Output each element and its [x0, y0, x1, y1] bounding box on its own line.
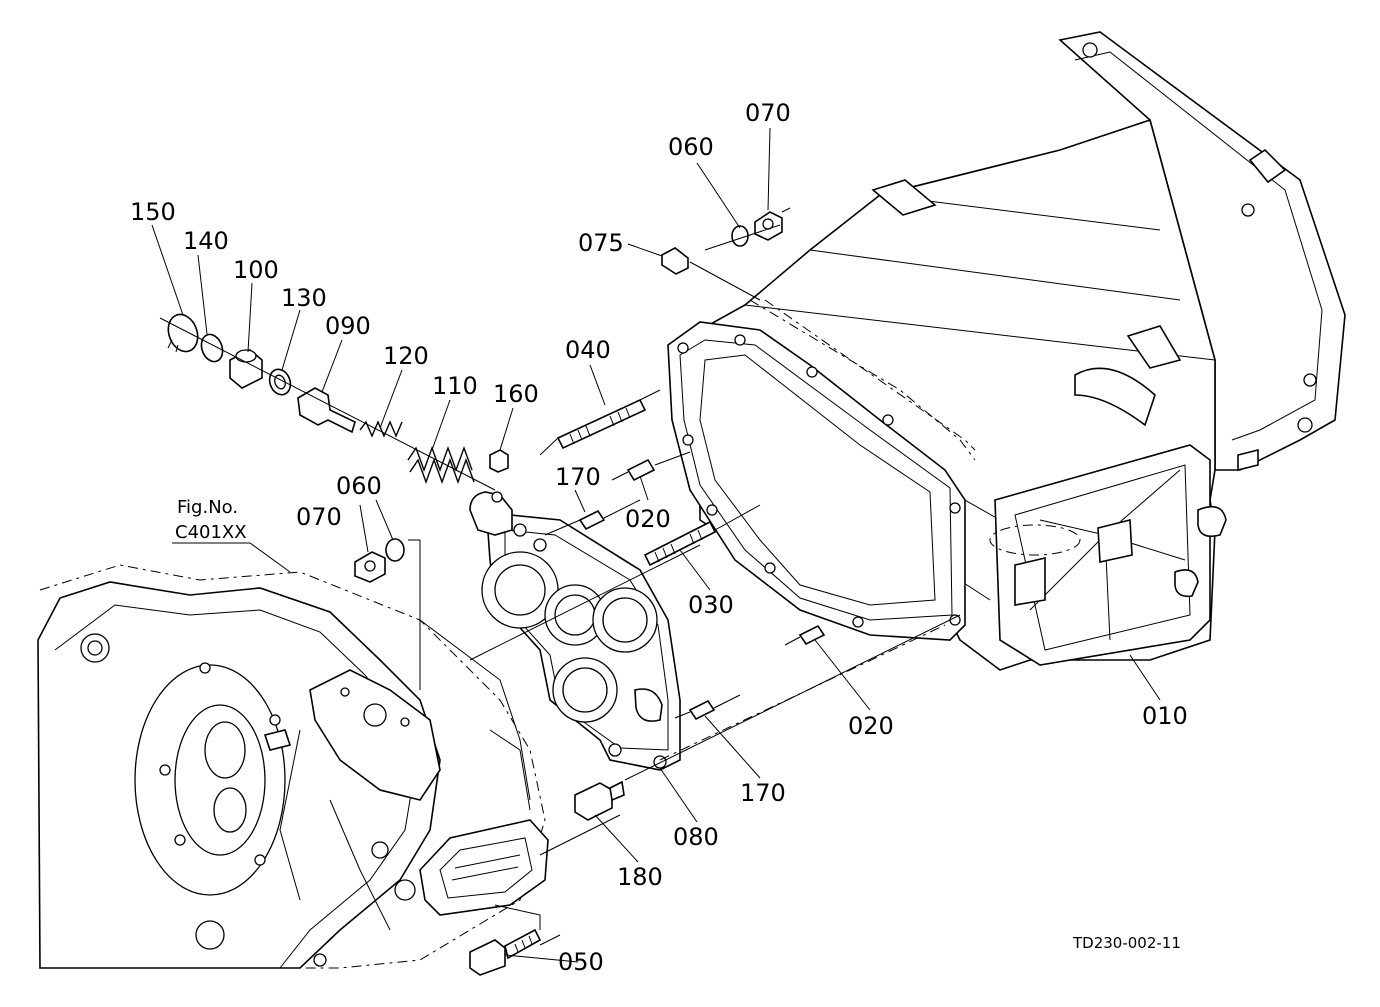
adjacent-housing — [37, 564, 549, 969]
callout-070-top: 070 — [745, 99, 791, 127]
callout-060-top: 060 — [668, 133, 714, 161]
callout-140: 140 — [183, 227, 229, 255]
callout-075: 075 — [578, 229, 624, 257]
callout-100: 100 — [233, 256, 279, 284]
callout-040: 040 — [565, 336, 611, 364]
figure-ref-number: C401XX — [175, 522, 247, 543]
figure-reference: Fig.No. C401XX — [175, 497, 247, 543]
leader-lines — [151, 127, 1161, 963]
transmission-case — [667, 31, 1346, 671]
callout-020-upper: 020 — [625, 505, 671, 533]
front-cover-plate — [469, 491, 681, 771]
callout-050: 050 — [558, 948, 604, 976]
callout-060-left: 060 — [336, 472, 382, 500]
callout-120: 120 — [383, 342, 429, 370]
callout-labels: 150 140 100 130 090 120 110 160 040 075 … — [130, 99, 1188, 976]
drawing-code: TD230-002-11 — [1072, 934, 1181, 952]
small-parts — [167, 211, 826, 976]
callout-080: 080 — [673, 823, 719, 851]
figure-ref-label: Fig.No. — [177, 497, 238, 518]
callout-170-lower: 170 — [740, 779, 786, 807]
callout-020-lower: 020 — [848, 712, 894, 740]
callout-070-left: 070 — [296, 503, 342, 531]
callout-180: 180 — [617, 863, 663, 891]
callout-010: 010 — [1142, 702, 1188, 730]
callout-110: 110 — [432, 372, 478, 400]
callout-030: 030 — [688, 591, 734, 619]
callout-160: 160 — [493, 380, 539, 408]
callout-150: 150 — [130, 198, 176, 226]
alignment-lines — [159, 207, 976, 946]
callout-130: 130 — [281, 284, 327, 312]
callout-090: 090 — [325, 312, 371, 340]
callout-170-upper: 170 — [555, 463, 601, 491]
